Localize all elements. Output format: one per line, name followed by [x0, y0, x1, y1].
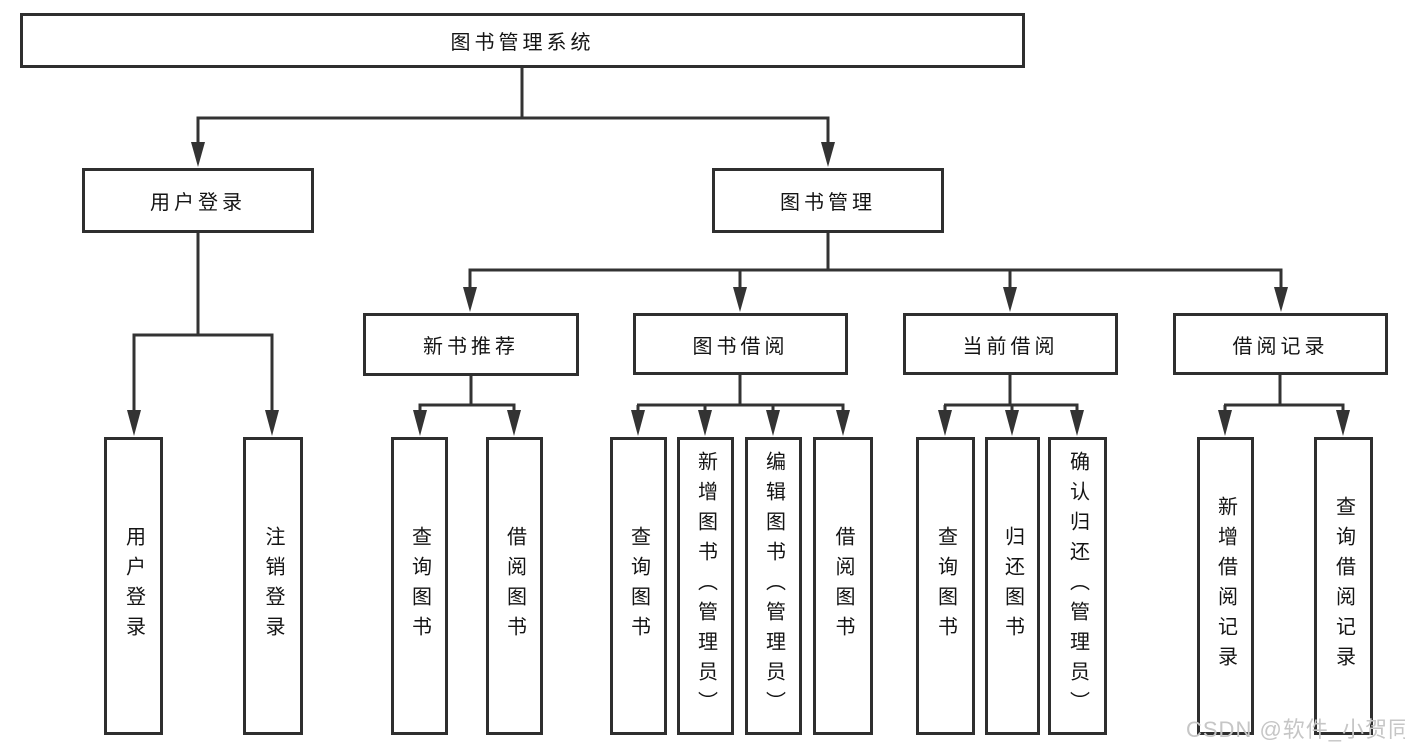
- leaf-borrow-books: 借阅图书: [813, 437, 873, 735]
- node-book-borrow: 图书借阅: [633, 313, 848, 375]
- node-new-book-recommend-label: 新书推荐: [423, 336, 519, 358]
- leaf-add-borrow-record-label: 新增借阅记录: [1214, 496, 1237, 676]
- leaf-edit-books-admin: 编辑图书（管理员）: [745, 437, 802, 735]
- leaf-user-login-label: 用户登录: [122, 526, 145, 646]
- leaf-confirm-return-admin-label: 确认归还（管理员）: [1066, 451, 1089, 721]
- leaf-edit-books-admin-label: 编辑图书（管理员）: [762, 451, 785, 721]
- leaf-add-books-admin: 新增图书（管理员）: [677, 437, 734, 735]
- node-current-borrow-label: 当前借阅: [962, 335, 1059, 358]
- leaf-query-books-borrow-label: 查询图书: [627, 526, 650, 646]
- leaf-query-borrow-record-label: 查询借阅记录: [1332, 496, 1355, 676]
- leaf-borrow-books-newbook-label: 借阅图书: [503, 526, 526, 646]
- node-user-login: 用户登录: [82, 168, 314, 233]
- node-borrow-records-label: 借阅记录: [1232, 335, 1329, 358]
- node-book-borrow-label: 图书借阅: [692, 335, 789, 358]
- node-root: 图书管理系统: [20, 13, 1025, 68]
- leaf-logout-label: 注销登录: [262, 526, 284, 646]
- leaf-user-login: 用户登录: [104, 437, 163, 735]
- node-current-borrow: 当前借阅: [903, 313, 1118, 375]
- node-root-label: 图书管理系统: [450, 32, 595, 54]
- node-borrow-records: 借阅记录: [1173, 313, 1388, 375]
- leaf-borrow-books-newbook: 借阅图书: [486, 437, 543, 735]
- node-new-book-recommend: 新书推荐: [363, 313, 579, 376]
- node-book-management-label: 图书管理: [780, 192, 876, 214]
- leaf-return-books: 归还图书: [985, 437, 1040, 735]
- csdn-watermark: CSDN @软件_小贺同学: [1186, 717, 1405, 742]
- leaf-logout: 注销登录: [243, 437, 303, 735]
- leaf-confirm-return-admin: 确认归还（管理员）: [1048, 437, 1107, 735]
- leaf-return-books-label: 归还图书: [1001, 526, 1024, 646]
- node-book-management: 图书管理: [712, 168, 944, 233]
- leaf-add-borrow-record: 新增借阅记录: [1197, 437, 1254, 735]
- leaf-query-books-newbook-label: 查询图书: [408, 526, 431, 646]
- leaf-query-books-newbook: 查询图书: [391, 437, 448, 735]
- leaf-add-books-admin-label: 新增图书（管理员）: [694, 451, 717, 721]
- leaf-query-borrow-record: 查询借阅记录: [1314, 437, 1373, 735]
- leaf-query-books-current-label: 查询图书: [934, 526, 957, 646]
- node-user-login-label: 用户登录: [150, 192, 246, 214]
- leaf-borrow-books-label: 借阅图书: [832, 526, 854, 646]
- leaf-query-books-borrow: 查询图书: [610, 437, 667, 735]
- leaf-query-books-current: 查询图书: [916, 437, 975, 735]
